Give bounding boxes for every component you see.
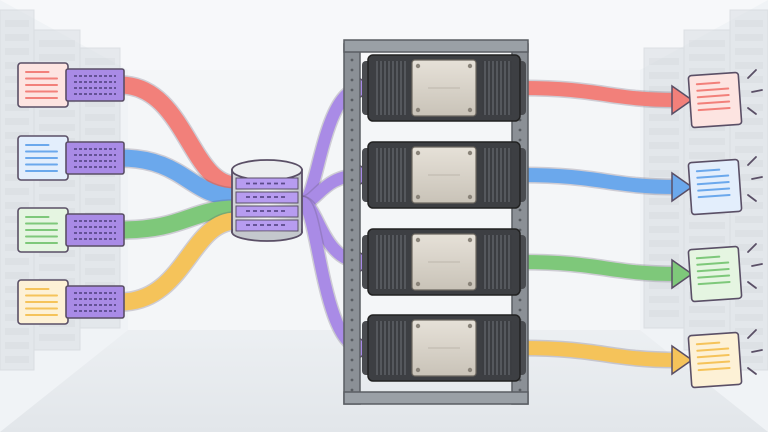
token-batch-icon xyxy=(65,141,125,175)
token-batch-icon xyxy=(65,68,125,102)
input-row-yellow-document xyxy=(17,279,125,325)
input-flow-yellow-document xyxy=(119,212,237,311)
arrow-icon xyxy=(671,171,694,203)
spark-icon xyxy=(747,156,763,202)
token-batch-icon xyxy=(65,213,125,247)
output-flow-red-document xyxy=(521,81,677,107)
server-icon xyxy=(362,54,526,122)
document-icon xyxy=(687,245,743,303)
output-row-red-document xyxy=(687,69,763,129)
database-icon xyxy=(231,159,303,242)
spark-icon xyxy=(747,329,763,375)
document-icon xyxy=(17,207,69,253)
document-icon xyxy=(687,71,743,129)
output-flow-yellow-document xyxy=(521,341,677,367)
output-flow-green-document xyxy=(521,255,677,281)
token-batch-icon xyxy=(65,285,125,319)
input-documents xyxy=(17,62,125,325)
server-icon xyxy=(362,228,526,296)
document-icon xyxy=(687,331,743,389)
server-rack xyxy=(343,39,529,405)
output-flows xyxy=(521,79,694,376)
output-documents xyxy=(687,69,763,389)
output-row-green-document xyxy=(687,243,763,303)
input-row-red-document xyxy=(17,62,125,108)
output-flow-blue-document xyxy=(521,168,677,194)
input-row-blue-document xyxy=(17,135,125,181)
output-row-blue-document xyxy=(687,156,763,216)
input-flow-red-document xyxy=(119,76,238,194)
document-icon xyxy=(17,279,69,325)
document-icon xyxy=(17,62,69,108)
input-row-green-document xyxy=(17,207,125,253)
input-flows xyxy=(119,75,238,312)
document-icon xyxy=(687,158,743,216)
database xyxy=(231,159,303,242)
output-row-yellow-document xyxy=(687,329,763,389)
spark-icon xyxy=(747,243,763,289)
server-icon xyxy=(362,141,526,209)
arrow-icon xyxy=(671,258,694,290)
server-icon xyxy=(362,314,526,382)
input-flow-green-document xyxy=(119,200,237,239)
arrow-icon xyxy=(671,344,694,376)
spark-icon xyxy=(747,69,763,115)
arrow-icon xyxy=(671,84,694,116)
document-icon xyxy=(17,135,69,181)
server-rack-icon xyxy=(343,39,529,405)
input-flow-blue-document xyxy=(119,149,237,206)
